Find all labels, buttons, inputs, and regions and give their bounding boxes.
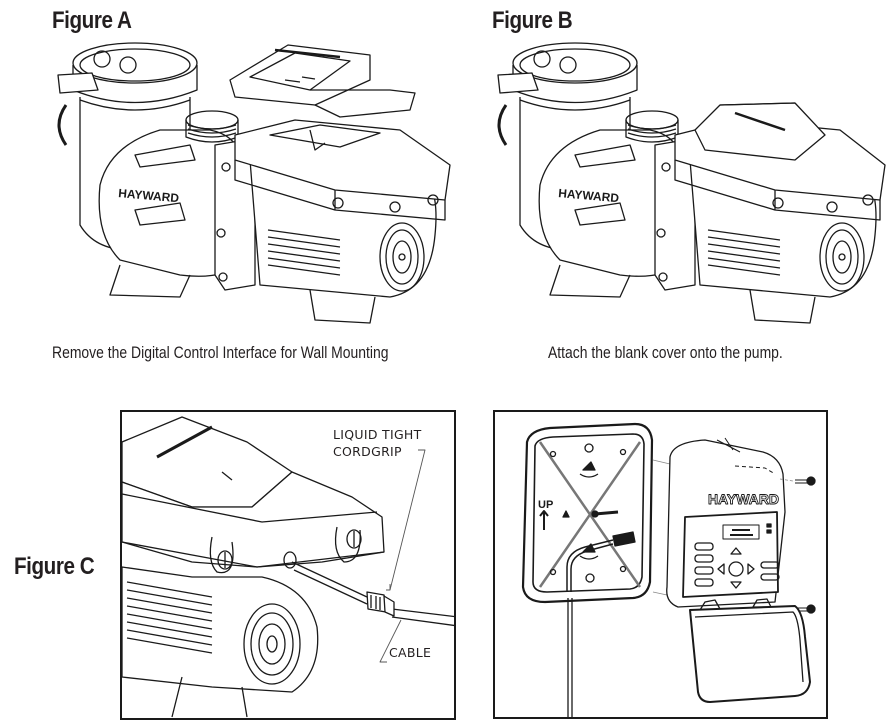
up-label: UP <box>538 499 553 511</box>
figure-b-pump-illustration: HAYWARD <box>497 42 886 324</box>
figure-b-caption: Attach the blank cover onto the pump. <box>548 343 783 362</box>
pump-volute: HAYWARD <box>538 129 681 298</box>
volute-brand-label: HAYWARD <box>118 186 180 205</box>
callout-cordgrip-line2: CORDGRIP <box>333 444 402 459</box>
wall-mount-bracket: UP <box>521 422 654 717</box>
figure-c-panel: LIQUID TIGHT CORDGRIP CABLE <box>120 410 456 720</box>
drive-enclosure <box>234 119 451 221</box>
discharge-port <box>185 110 239 143</box>
digital-control-interface <box>229 44 416 118</box>
callout-cordgrip-line1: LIQUID TIGHT <box>333 427 422 442</box>
volute-brand-label: HAYWARD <box>558 186 620 205</box>
figure-c-title: Figure C <box>14 553 95 580</box>
liquid-tight-cordgrip <box>366 591 395 617</box>
figure-d-panel: UP HAYWARD <box>493 410 828 719</box>
figure-a-caption: Remove the Digital Control Interface for… <box>52 343 389 362</box>
cable <box>291 561 454 627</box>
interface-brand-label: HAYWARD <box>708 491 779 507</box>
screw-top <box>795 476 816 486</box>
figure-a-pump-illustration: HAYWARD <box>57 42 451 324</box>
figure-a-title: Figure A <box>52 7 132 34</box>
digital-control-interface: HAYWARD <box>666 437 786 608</box>
pump-volute: HAYWARD <box>98 129 241 298</box>
callout-cable: CABLE <box>389 645 432 660</box>
figure-b-title: Figure B <box>492 7 573 34</box>
drive-enclosure-with-blank-cover <box>674 102 886 221</box>
figure-d-wall-mount-illustration: UP HAYWARD <box>521 422 816 717</box>
figure-c-cordgrip-illustration <box>122 416 454 718</box>
interface-lid-open <box>689 598 811 703</box>
